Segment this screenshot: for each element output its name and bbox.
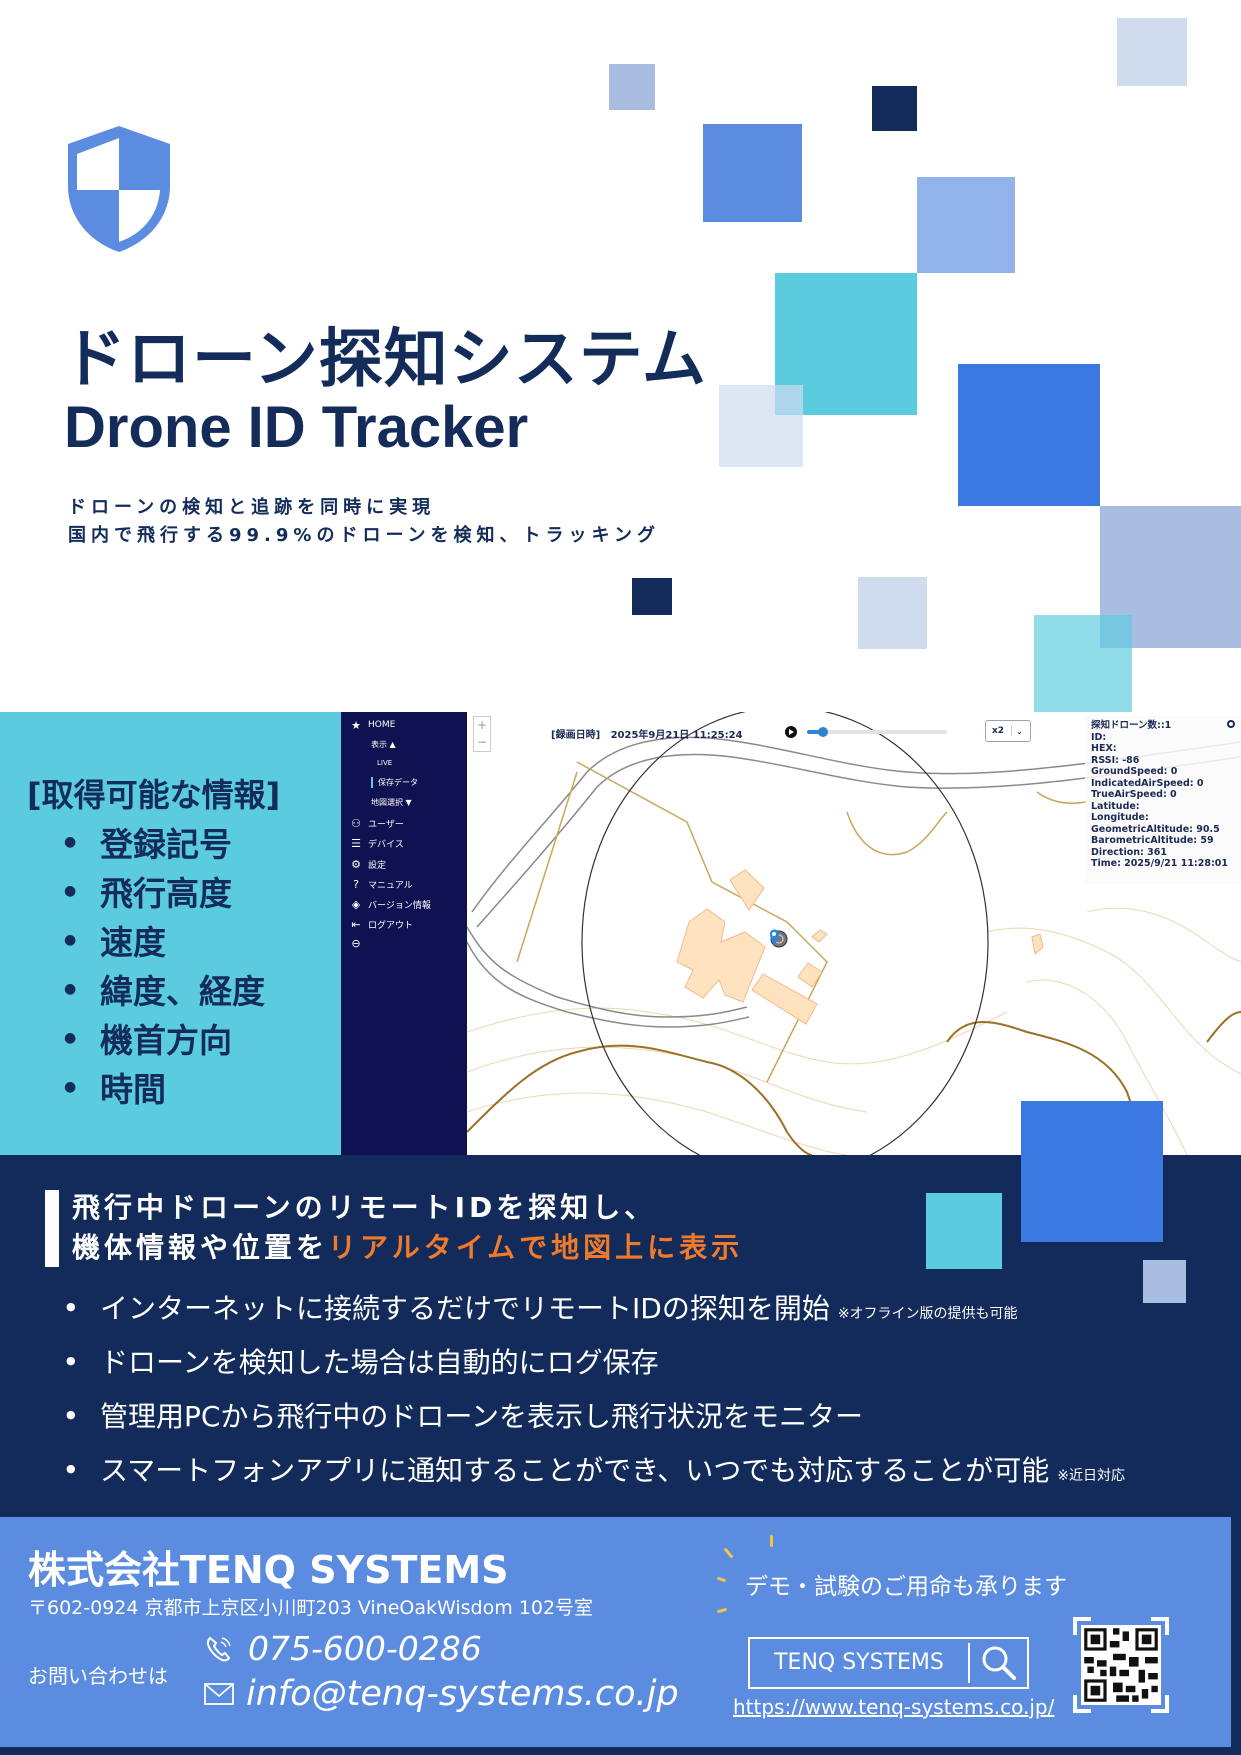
sparkle-icon [716,1576,727,1583]
list-icon: ☰ [351,836,361,850]
footer-bottom-bar [0,1747,1241,1755]
feature-list: インターネットに接続するだけでリモートIDの探知を開始※オフライン版の提供も可能… [66,1285,1125,1501]
recording-datetime: [録画日時] 2025年9月21日 11:25:24 [551,730,743,741]
email-address[interactable]: info@tenq-systems.co.jp [204,1674,679,1714]
sidebar-item-saved-data[interactable]: 保存データ [371,777,418,788]
sparkle-icon [770,1535,773,1547]
info-item: 登録記号 [64,820,265,869]
app-sidebar: ★ HOME 表示 ▲ LIVE 保存データ 地図選択 ▼ ⚇ ユーザー ☰ デ… [341,712,467,1155]
phone-number[interactable]: 075-600-0286 [204,1629,482,1668]
website-link[interactable]: https://www.tenq-systems.co.jp/ [733,1695,1055,1719]
deco-square [1034,615,1132,712]
search-box[interactable]: TENQ SYSTEMS [748,1637,1029,1689]
sidebar-item-live[interactable]: LIVE [377,759,393,767]
sparkle-icon [716,1607,728,1614]
deco-square [926,1193,1002,1269]
title-english: Drone ID Tracker [64,395,529,460]
deco-square [632,578,672,615]
search-icon [982,1646,1016,1680]
qr-code[interactable] [1073,1617,1169,1713]
tagline-line-2: 国内で飛行する99.9%のドローンを検知、トラッキング [68,525,661,546]
tagline-line-1: ドローンの検知と追跡を同時に実現 [68,497,436,518]
star-icon: ★ [351,718,361,732]
sidebar-item-manual[interactable]: ? マニュアル [349,877,413,891]
company-name: 株式会社TENQ SYSTEMS [28,1548,509,1592]
tagline: ドローンの検知と追跡を同時に実現 国内で飛行する99.9%のドローンを検知、トラ… [68,494,660,550]
close-icon[interactable] [1227,720,1235,728]
map-view[interactable]: + − [録画日時] 2025年9月21日 11:25:24 x2 ⌄ 探知ドロ… [467,712,1241,1155]
user-icon: ⚇ [351,816,361,830]
sidebar-item-map-select[interactable]: 地図選択 ▼ [371,798,412,807]
sparkle-icon [723,1547,734,1559]
deco-square [1021,1101,1163,1242]
deco-square [958,364,1100,506]
info-panel: [取得可能な情報] 登録記号 飛行高度 速度 緯度、経度 機首方向 時間 [0,712,341,1155]
feature-item: インターネットに接続するだけでリモートIDの探知を開始※オフライン版の提供も可能 [66,1285,1125,1339]
chevron-down-icon: ⌄ [1016,726,1023,736]
deco-square [719,385,803,467]
search-button[interactable] [970,1644,1027,1682]
playback-slider[interactable] [807,727,947,737]
zoom-out-button[interactable]: − [476,735,488,749]
info-list: 登録記号 飛行高度 速度 緯度、経度 機首方向 時間 [64,820,265,1114]
drone-info-panel: 探知ドローン数::1 ID: HEX: RSSI: -86 GroundSpee… [1085,716,1241,884]
feature-item: 管理用PCから飛行中のドローンを表示し飛行状況をモニター [66,1393,1125,1447]
feature-item: ドローンを検知した場合は自動的にログ保存 [66,1339,1125,1393]
play-button[interactable] [785,726,797,738]
qr-frame-corners [1073,1617,1169,1713]
help-icon: ? [353,877,359,891]
playback-speed-select[interactable]: x2 ⌄ [985,720,1031,742]
gear-icon: ⚙ [351,857,361,871]
mail-icon [204,1683,234,1705]
drone-marker [770,929,788,948]
deco-square [703,124,802,222]
info-item: 機首方向 [64,1016,265,1065]
info-item: 緯度、経度 [64,967,265,1016]
company-address: 〒602-0924 京都市上京区小川町203 VineOakWisdom 102… [28,1597,594,1619]
info-item: 速度 [64,918,265,967]
shield-icon [68,126,170,252]
slider-handle[interactable] [818,727,828,737]
deco-square [858,577,927,649]
sidebar-item-home[interactable]: ★ HOME [349,718,395,732]
sidebar-item-display[interactable]: 表示 ▲ [371,740,396,749]
sidebar-item-devices[interactable]: ☰ デバイス [349,836,404,850]
deco-square [872,86,917,131]
features-headline: 飛行中ドローンのリモートIDを探知し、 機体情報や位置をリアルタイムで地図上に表… [72,1191,744,1264]
sidebar-item-version[interactable]: ◈ バージョン情報 [349,897,431,911]
layers-icon: ◈ [351,897,361,911]
contact-label: お問い合わせは [28,1664,168,1688]
deco-square [917,177,1015,273]
info-item: 飛行高度 [64,869,265,918]
map-zoom-control[interactable]: + − [473,716,491,752]
sidebar-collapse-button[interactable]: ⊖ [349,936,363,950]
footer-edge [1231,1517,1241,1755]
deco-square [1117,18,1187,86]
sidebar-item-settings[interactable]: ⚙ 設定 [349,857,386,871]
deco-square [1143,1260,1186,1303]
footer: 株式会社TENQ SYSTEMS 〒602-0924 京都市上京区小川町203 … [0,1517,1231,1747]
info-panel-title: [取得可能な情報] [27,776,281,814]
sidebar-item-logout[interactable]: ⇤ ログアウト [349,917,413,931]
feature-item: スマートフォンアプリに通知することができ、いつでも対応することが可能※近日対応 [66,1447,1125,1501]
search-query: TENQ SYSTEMS [750,1643,970,1683]
demo-note: デモ・試験のご用命も承ります [745,1574,1067,1600]
zoom-in-button[interactable]: + [476,718,488,732]
info-item: 時間 [64,1065,265,1114]
back-arrow-icon: ⊖ [351,936,361,950]
qr-code-icon [1081,1625,1161,1705]
sidebar-item-users[interactable]: ⚇ ユーザー [349,816,404,830]
title-japanese: ドローン探知システム [62,323,707,397]
deco-square [609,64,655,110]
phone-icon [206,1636,231,1661]
headline-highlight: リアルタイムで地図上に表示 [328,1231,744,1264]
logout-icon: ⇤ [351,917,361,931]
headline-accent-bar [45,1190,59,1267]
